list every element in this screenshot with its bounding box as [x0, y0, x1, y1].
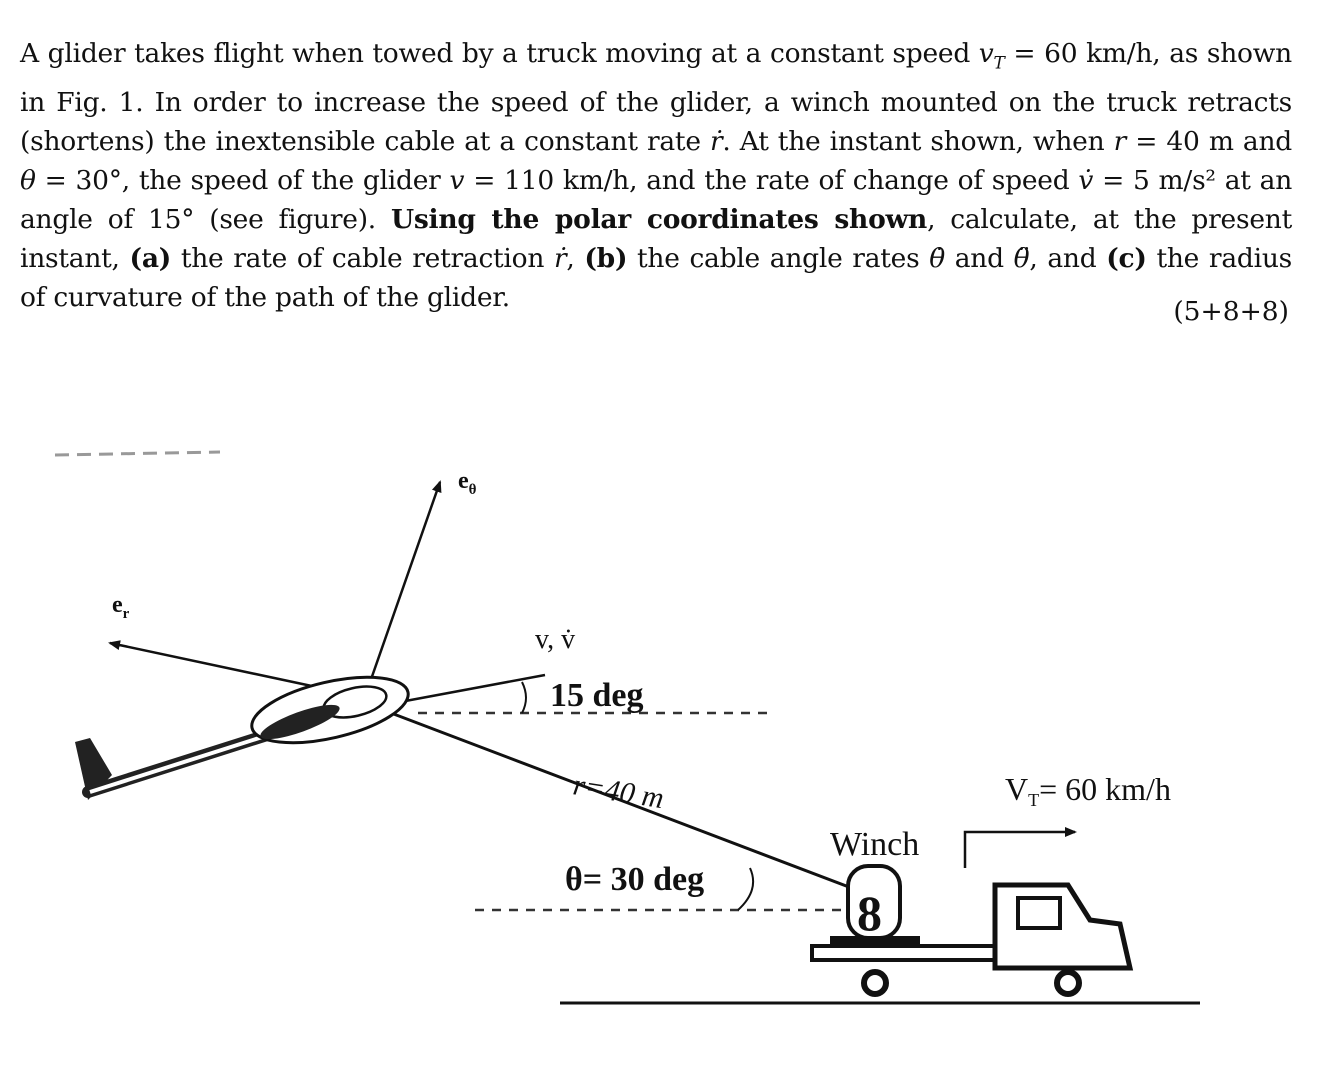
- problem-text-9: the rate of cable retraction: [171, 243, 554, 275]
- problem-text-1: A glider takes flight when towed by a tr…: [20, 38, 979, 69]
- marks-allocation: (5+8+8): [1173, 296, 1289, 327]
- truck-window: [1016, 896, 1062, 930]
- problem-text-4: = 40 m and: [1126, 126, 1293, 158]
- truck-bed-platform: [830, 936, 920, 946]
- thetaddot-symbol: θ̈: [1013, 243, 1030, 275]
- truck-speed-label: VT= 60 km/h: [1005, 771, 1171, 810]
- angle-15-arc: [521, 681, 527, 714]
- scan-artifact-line: [54, 450, 221, 457]
- polar-coordinates-emphasis: Using the polar coordinates shown: [390, 204, 928, 236]
- cable-length-label: r=40 m: [571, 768, 666, 815]
- e-r-label: er: [112, 592, 130, 622]
- problem-text-14: the radius of curvature of the path of t…: [20, 243, 1292, 314]
- velocity-label: v, v̇: [535, 624, 575, 655]
- theta-symbol: θ: [20, 165, 36, 197]
- velocity-line: [399, 673, 546, 704]
- problem-text-11: the cable angle rates: [627, 243, 930, 275]
- problem-text-8: , calculate, at the present instant,: [20, 204, 1292, 275]
- truck-speed-symbol: vT: [978, 38, 1005, 74]
- truck-rear-wheel: [861, 969, 889, 997]
- truck-cab: [992, 882, 1134, 971]
- r-symbol: r: [1113, 126, 1127, 158]
- thetadot-symbol: θ̇: [929, 243, 945, 275]
- glider-wing: [260, 704, 340, 740]
- rdot-symbol: ṙ: [709, 126, 723, 158]
- truck-speed-arrow: [963, 827, 1077, 868]
- e-theta-arrow: [366, 480, 442, 689]
- problem-text-5: = 30°, the speed of the glider: [35, 165, 450, 197]
- part-a-label: (a): [129, 243, 172, 275]
- winch-label: Winch: [830, 826, 919, 863]
- problem-text-3: . At the instant shown, when: [722, 126, 1114, 158]
- glider-truck-figure: eθ er v, v̇ 15 deg r=40 m θ= 30 deg VT= …: [54, 450, 1200, 1005]
- truck-front-wheel: [1054, 969, 1082, 997]
- glider: [75, 675, 410, 800]
- angle-15-label: 15 deg: [550, 677, 644, 714]
- problem-text-2: = 60 km/h, as shown in Fig. 1. In order …: [20, 38, 1292, 158]
- truck: 8: [810, 864, 1134, 997]
- winch-drum: 8: [857, 885, 882, 941]
- problem-text-6: = 110 km/h, and the rate of change of sp…: [464, 165, 1079, 197]
- angle-30-label: θ= 30 deg: [565, 861, 704, 898]
- e-theta-label: eθ: [458, 468, 477, 498]
- problem-statement: A glider takes flight when towed by a tr…: [20, 34, 1292, 317]
- angle-30-arc: [737, 867, 754, 911]
- problem-text-12: and: [944, 243, 1014, 275]
- problem-text-13: , and: [1029, 243, 1107, 275]
- problem-text-10: ,: [566, 243, 585, 275]
- part-b-label: (b): [584, 243, 628, 275]
- part-c-label: (c): [1106, 243, 1147, 275]
- truck-flatbed: [810, 944, 1004, 962]
- tow-cable: [369, 703, 871, 897]
- vdot-symbol: v̇: [1078, 165, 1094, 197]
- problem-text-7: = 5 m/s² at an angle of 15° (see figure)…: [20, 165, 1293, 236]
- rdot-symbol-2: ṙ: [553, 243, 567, 275]
- v-symbol: v: [449, 165, 465, 197]
